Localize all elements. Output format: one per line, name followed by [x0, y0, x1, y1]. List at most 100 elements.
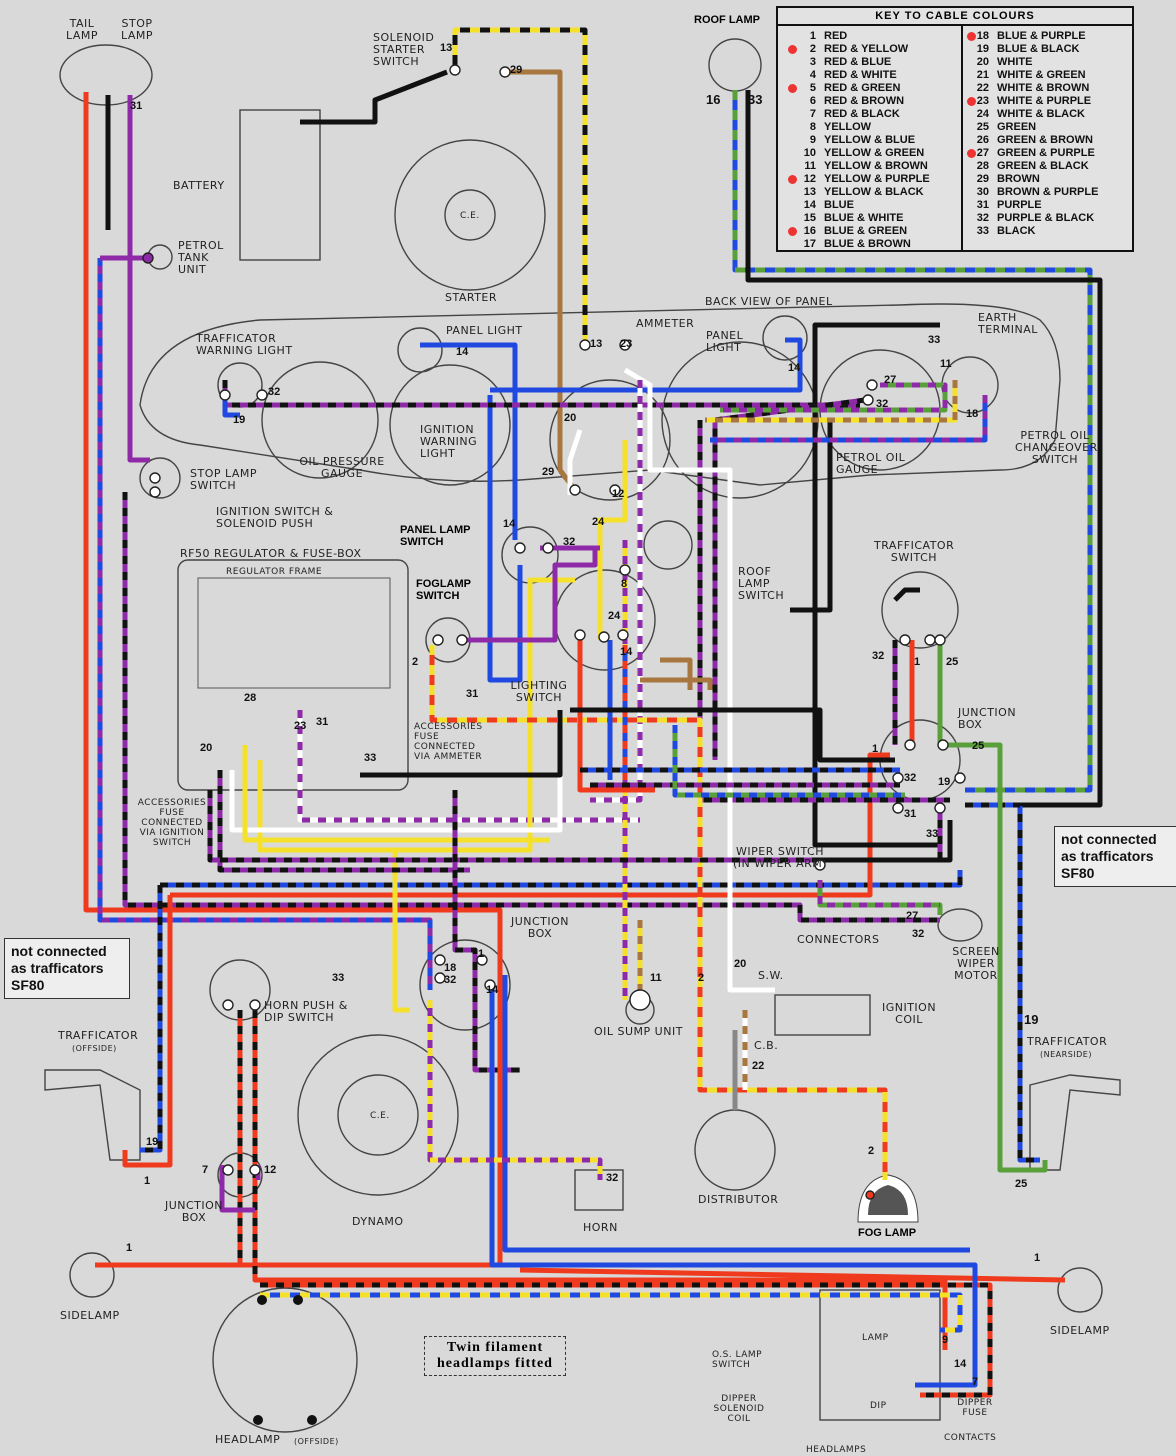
wire-num: 18	[444, 962, 457, 974]
key-marker-dot	[788, 175, 797, 184]
wire-num: 32	[606, 1172, 619, 1184]
wire-num: 33	[748, 92, 763, 107]
wire-num: 18	[966, 408, 979, 420]
label-horn: HORN	[583, 1221, 618, 1234]
label-panel-light: PANEL LIGHT	[706, 329, 744, 354]
wire-num: 22	[752, 1060, 765, 1072]
wire-num: 20	[200, 742, 213, 754]
wire-num: 27	[906, 910, 919, 922]
label-dipper-solenoid: DIPPER SOLENOID COIL	[713, 1394, 765, 1424]
label-solenoid: SOLENOID STARTER SWITCH	[373, 31, 435, 68]
distributor-outline	[694, 1109, 776, 1191]
key-number: 27	[976, 147, 989, 159]
label-panel-light-top: PANEL LIGHT	[446, 324, 523, 337]
label-sidelamp-r: SIDELAMP	[1050, 1324, 1110, 1337]
wire-num: 32	[872, 650, 885, 662]
key-number: 16	[803, 225, 816, 237]
roof-lamp-switch-outline	[643, 520, 693, 570]
ammeter-outline	[549, 379, 671, 501]
key-colour-name: GREEN & BLACK	[997, 160, 1089, 172]
key-number: 13	[803, 186, 816, 198]
junction-box-center-outline	[419, 939, 511, 1031]
wire-num: 9	[942, 1334, 949, 1346]
wire-brown-solenoid	[508, 69, 577, 492]
label-back-view: BACK VIEW OF PANEL	[705, 295, 833, 308]
key-colour-name: YELLOW & GREEN	[824, 147, 925, 159]
key-number: 2	[809, 43, 816, 55]
note-right: not connected as trafficators SF80	[1054, 826, 1176, 887]
key-colour-name: GREEN	[997, 121, 1037, 133]
label-ammeter: AMMETER	[636, 317, 695, 330]
wire-purple-tail	[127, 95, 150, 463]
label-connectors: CONNECTORS	[797, 933, 880, 946]
wire-num: 33	[364, 752, 377, 764]
key-number: 21	[976, 69, 989, 81]
label-roof-lamp-switch: ROOF LAMP SWITCH	[738, 565, 785, 602]
key-colour-name: YELLOW	[824, 121, 872, 133]
wire-num: 27	[884, 374, 897, 386]
label-os-lamp-switch: O.S. LAMP SWITCH	[712, 1350, 763, 1370]
wire-num: 2	[698, 972, 705, 984]
key-colour-name: BROWN & PURPLE	[997, 186, 1099, 198]
label-earth: EARTH TERMINAL	[978, 311, 1038, 336]
key-number: 17	[803, 238, 816, 250]
wire-num: 1	[914, 656, 921, 668]
key-number: 15	[803, 212, 816, 224]
label-nearside: (NEARSIDE)	[1040, 1050, 1092, 1059]
wire-num: 32	[563, 536, 576, 548]
wire-harness-right-1	[570, 707, 895, 763]
wire-blue-black-offside	[140, 885, 163, 1153]
wire-num: 16	[706, 92, 721, 107]
wiper-motor-outline	[937, 908, 983, 942]
key-number: 22	[976, 82, 989, 94]
key-number: 8	[809, 121, 816, 133]
dipper-panel-outline	[819, 1289, 941, 1421]
wire-num: 13	[590, 338, 603, 350]
label-junction-box-l: JUNCTION BOX	[164, 1199, 224, 1224]
key-number: 10	[803, 147, 816, 159]
wire-num: 14	[456, 346, 469, 358]
wire-num: 24	[608, 610, 621, 622]
label-oil-pressure: OIL PRESSURE GAUGE	[299, 455, 385, 480]
starter-outline	[394, 139, 546, 291]
instrument-panel-outline	[139, 303, 1061, 486]
panel-lamp-switch-outline	[501, 526, 559, 584]
key-colour-name: RED & BLUE	[824, 56, 892, 68]
key-row: 10 YELLOW & GREEN	[778, 147, 958, 160]
wire-num: 11	[650, 972, 662, 984]
label-starter: STARTER	[445, 291, 498, 304]
wire-red-lighting	[577, 640, 655, 793]
panel-light-left-outline	[397, 327, 443, 373]
wire-num: 33	[332, 972, 345, 984]
key-colour-name: WHITE & PURPLE	[997, 95, 1092, 107]
key-colour-name: BLUE	[824, 199, 854, 211]
label-lighting-switch: LIGHTING SWITCH	[510, 679, 568, 704]
key-number: 14	[803, 199, 816, 211]
key-number: 33	[976, 225, 989, 237]
label-headlamp-offside: (OFFSIDE)	[294, 1437, 339, 1446]
label-junction-box-c: JUNCTION BOX	[510, 915, 570, 940]
label-ce-dynamo: C.E.	[370, 1111, 390, 1121]
wire-red-tail	[83, 92, 503, 960]
key-number: 19	[976, 43, 989, 55]
key-number: 1	[809, 30, 816, 42]
label-roof-lamp: ROOF LAMP	[694, 14, 760, 26]
label-trafficator-switch: TRAFFICATOR SWITCH	[874, 539, 955, 564]
wire-num: 31	[130, 100, 143, 112]
